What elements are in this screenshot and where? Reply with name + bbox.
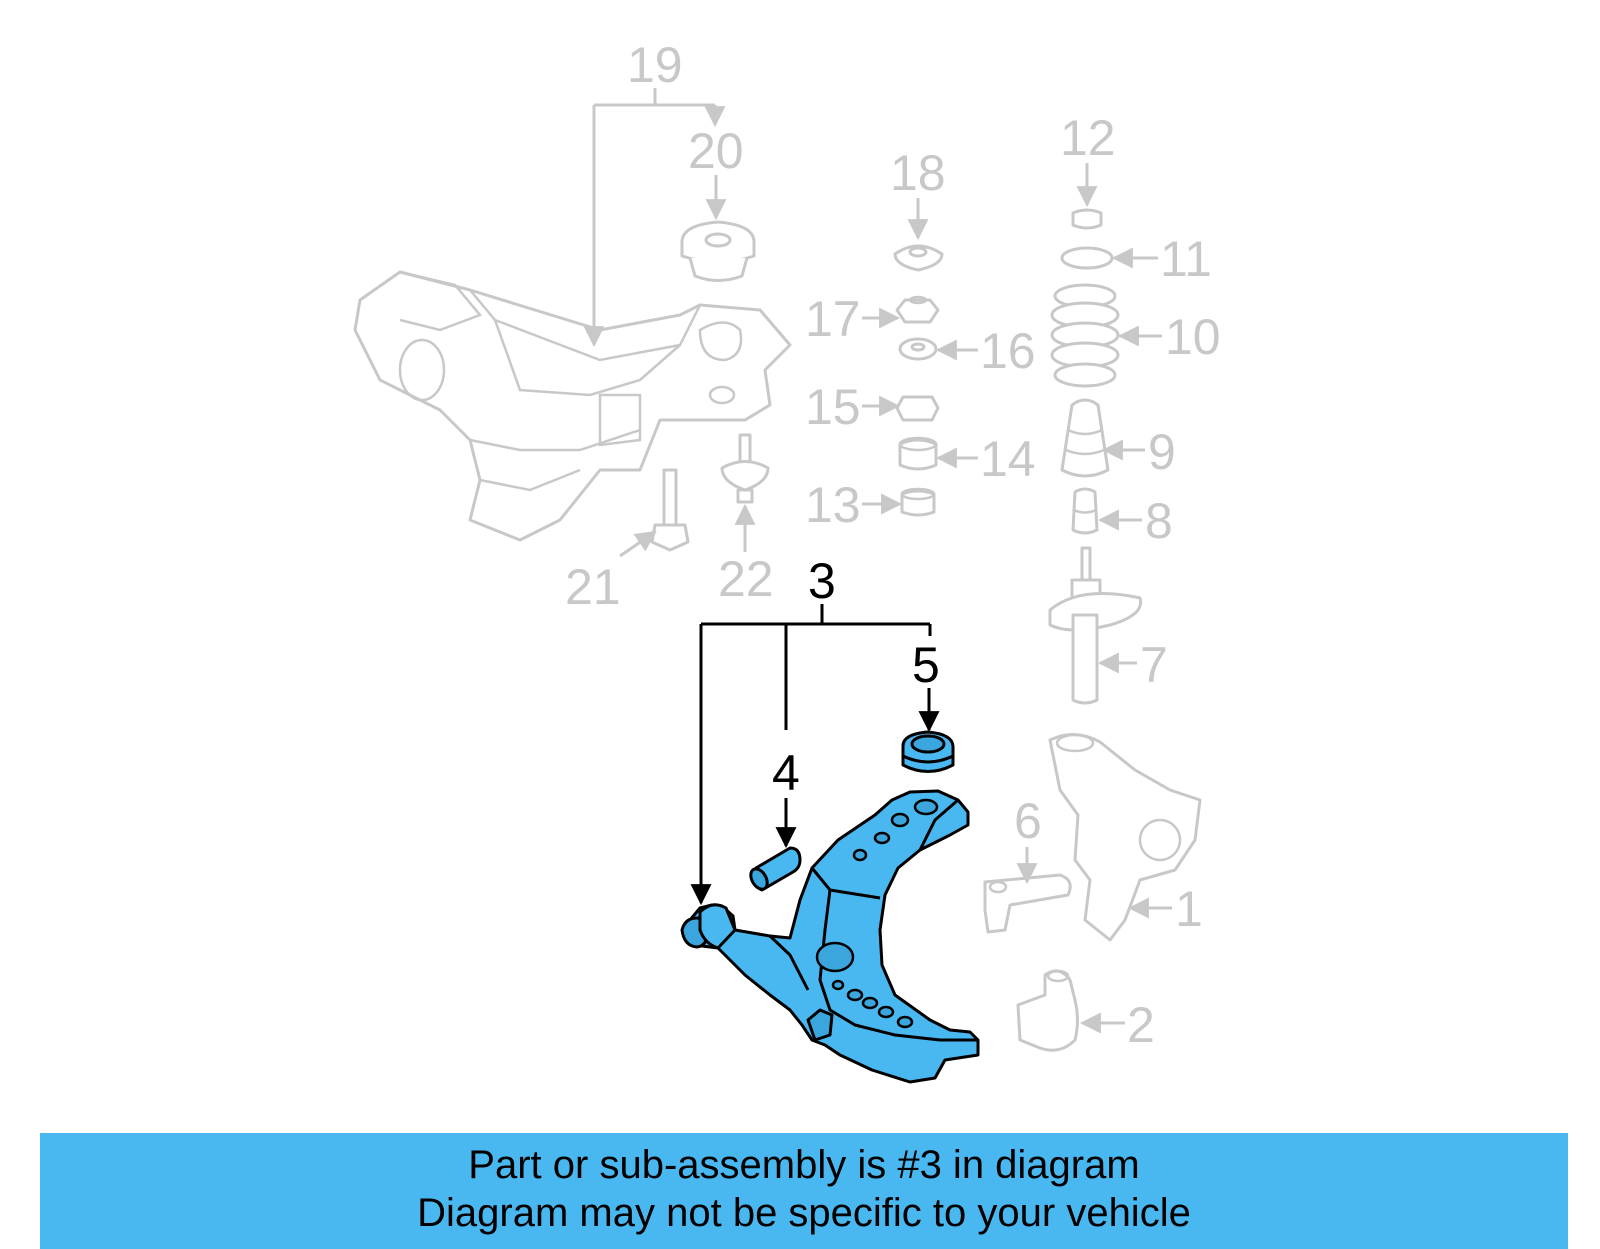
control-arm-assembly-part-3[interactable] <box>680 789 980 1084</box>
bolt-part-21[interactable] <box>650 468 690 552</box>
leader-line-21 <box>619 530 657 558</box>
callout-label-6: 6 <box>1014 793 1042 849</box>
callout-label-7: 7 <box>1140 637 1168 693</box>
callout-label-11: 11 <box>1160 231 1212 287</box>
coil-spring-part-10[interactable] <box>1050 283 1120 388</box>
bump-stop-part-9[interactable] <box>1060 398 1110 478</box>
nut-part-15[interactable] <box>895 395 940 422</box>
dust-boot-part-8[interactable] <box>1071 487 1099 535</box>
callout-label-3: 3 <box>808 553 836 609</box>
nut-part-17[interactable] <box>895 295 940 324</box>
leader-line-19 <box>592 88 715 345</box>
nut-part-12[interactable] <box>1071 208 1103 230</box>
callout-label-16: 16 <box>980 323 1036 379</box>
ball-joint-part-2[interactable] <box>1016 969 1079 1052</box>
bolt-part-22[interactable] <box>720 433 770 504</box>
ring-part-11[interactable] <box>1060 246 1114 270</box>
callout-label-14: 14 <box>980 431 1036 487</box>
callout-label-13: 13 <box>805 477 861 533</box>
subframe-part[interactable] <box>353 270 792 542</box>
callout-label-9: 9 <box>1148 424 1176 480</box>
bushing-sleeve-part-4[interactable] <box>747 846 802 892</box>
leader-line-3 <box>701 604 932 730</box>
callout-label-10: 10 <box>1165 309 1221 365</box>
callout-label-2: 2 <box>1127 997 1155 1053</box>
banner-line-part-number: Part or sub-assembly is #3 in diagram <box>468 1143 1140 1187</box>
callout-label-19: 19 <box>627 37 683 93</box>
strut-part-7[interactable] <box>1048 546 1143 705</box>
banner-line-disclaimer: Diagram may not be specific to your vehi… <box>417 1191 1191 1235</box>
bushing-part-13[interactable] <box>900 487 936 517</box>
callout-label-1: 1 <box>1175 881 1203 937</box>
callout-label-18: 18 <box>890 145 946 201</box>
callout-label-12: 12 <box>1060 110 1116 166</box>
callout-label-20: 20 <box>688 123 744 179</box>
callout-label-22: 22 <box>718 551 774 607</box>
callout-label-4: 4 <box>772 745 800 801</box>
callout-label-21: 21 <box>565 559 621 615</box>
info-banner: Part or sub-assembly is #3 in diagram Di… <box>40 1133 1568 1249</box>
link-part-6[interactable] <box>983 873 1072 934</box>
callout-label-15: 15 <box>805 379 861 435</box>
callout-label-8: 8 <box>1145 493 1173 549</box>
steering-knuckle-part-1[interactable] <box>1048 733 1202 942</box>
bushing-part-5[interactable] <box>901 730 955 773</box>
callout-label-5: 5 <box>912 637 940 693</box>
washer-part-16[interactable] <box>898 337 938 361</box>
mount-bushing-part-20[interactable] <box>680 220 756 282</box>
callout-label-17: 17 <box>805 291 861 347</box>
washer-part-18[interactable] <box>893 244 944 272</box>
bushing-part-14[interactable] <box>898 436 938 471</box>
